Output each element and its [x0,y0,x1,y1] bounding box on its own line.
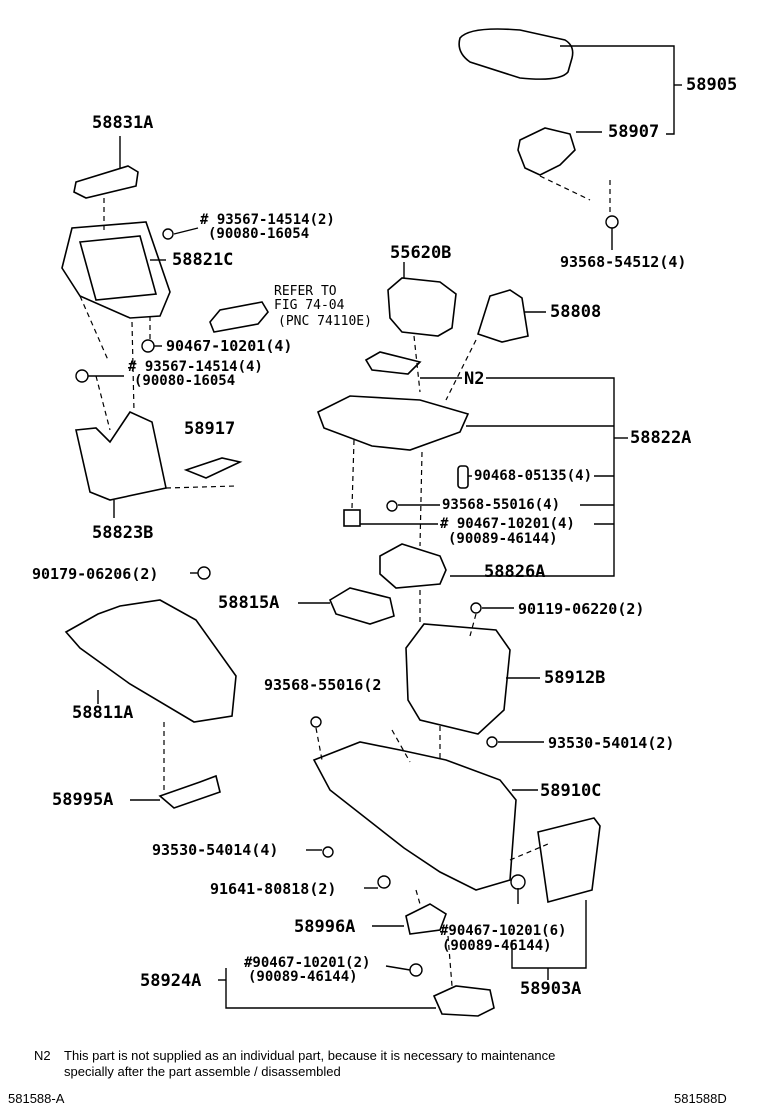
label-58995A: 58995A [52,790,114,810]
shift-cover [73,165,139,199]
armrest-lid [458,28,574,80]
label-n2: N2 [464,369,485,389]
label-58822A: 58822A [630,428,692,448]
label-90119-06220: 90119-06220(2) [518,600,645,618]
small-bracket [405,903,447,935]
label-90089-46144-c: (90089-46144) [248,969,358,985]
n2-insert [364,351,422,375]
end-cover [537,817,601,904]
label-91641-80818: 91641-80818(2) [210,880,337,898]
label-90080-16054-top: (90080-16054 [208,226,310,242]
label-refer-pnc: (PNC 74110E) [278,314,372,329]
label-90467-10201-d: #90467-10201(2) [244,955,371,971]
footnote-line-1: This part is not supplied as an individu… [64,1048,556,1063]
label-58815A: 58815A [218,593,280,613]
label-90468-05135: 90468-05135(4) [474,468,593,484]
shift-boot [477,289,529,343]
label-93567-14514-b: # 93567-14514(4) [128,359,263,375]
label-90080-16054-b: (90080-16054 [134,373,236,389]
label-90089-46144-b: (90089-46144) [442,938,552,954]
label-93568-54512: 93568-54512(4) [560,253,687,271]
storage-box [387,277,457,337]
refer-part [209,301,269,333]
bracket [158,774,221,809]
label-93530-54014-a: 93530-54014(2) [548,734,675,752]
label-58811A: 58811A [72,703,134,723]
label-58808: 58808 [550,302,602,322]
label-58823B: 58823B [92,523,154,543]
label-58917: 58917 [184,419,236,439]
label-58905: 58905 [686,75,738,95]
label-90467-10201-a: 90467-10201(4) [166,337,293,355]
console-pad [183,457,243,479]
upper-panel [316,395,470,451]
label-93567-14514-top: # 93567-14514(2) [200,212,335,228]
lid-hinge [517,127,576,176]
label-90179-06206: 90179-06206(2) [32,565,159,583]
footnote-line-2: specially after the part assemble / disa… [64,1064,341,1079]
label-93568-55016-b: 93568-55016(2 [264,676,382,694]
console-body [312,741,517,891]
label-58826A: 58826A [484,562,546,582]
footnote-marker: N2 [34,1048,51,1063]
figure-code-right: 581588D [674,1091,727,1106]
label-93530-54014-b: 93530-54014(4) [152,841,279,859]
mat [328,587,395,625]
label-90467-10201-b: # 90467-10201(4) [440,516,575,532]
label-58821C: 58821C [172,250,234,270]
lower-panel [75,410,167,501]
label-58996A: 58996A [294,917,356,937]
label-58907: 58907 [608,122,660,142]
side-panel [64,599,237,723]
label-58903A: 58903A [520,979,582,999]
label-58831A: 58831A [92,113,154,133]
label-90467-10201-c: #90467-10201(6) [440,923,567,939]
figure-code-left: 581588-A [8,1091,65,1106]
label-55620B: 55620B [390,243,452,263]
label-90089-46144-a: (90089-46144) [448,531,558,547]
label-93568-55016-a: 93568-55016(4) [442,497,561,513]
label-refer-fig: FIG 74-04 [274,298,345,313]
label-58924A: 58924A [140,971,202,991]
rear-cap [432,985,495,1017]
console-bin [405,623,511,735]
tray [379,543,447,589]
label-58912B: 58912B [544,668,606,688]
label-58910C: 58910C [540,781,602,801]
label-refer-to: REFER TO [274,284,337,299]
